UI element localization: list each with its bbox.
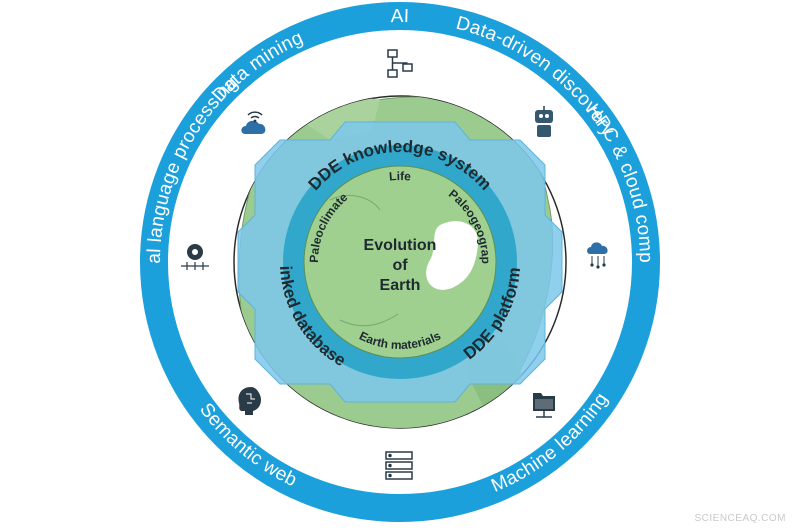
- core-label-life: Life: [389, 169, 412, 184]
- brain-icon: [238, 387, 261, 415]
- folder-icon: [533, 393, 555, 418]
- core-circle: [303, 165, 497, 359]
- core-title-line1: Evolution: [364, 237, 437, 254]
- robot-icon: [535, 106, 553, 137]
- server-icon: [385, 451, 413, 480]
- core-title-line3: Earth: [380, 277, 421, 294]
- watermark: SCIENCEAQ.COM: [694, 513, 786, 524]
- outer-ring: [140, 2, 660, 522]
- gear-network-icon: [181, 244, 209, 270]
- dde-gear: [237, 121, 563, 403]
- ring-label-ai: AI: [391, 6, 410, 27]
- core-title-line2: of: [392, 257, 408, 274]
- cloud-computing-icon: [587, 242, 608, 269]
- network-icon: [387, 49, 413, 78]
- cloud-wifi-icon: [241, 111, 266, 134]
